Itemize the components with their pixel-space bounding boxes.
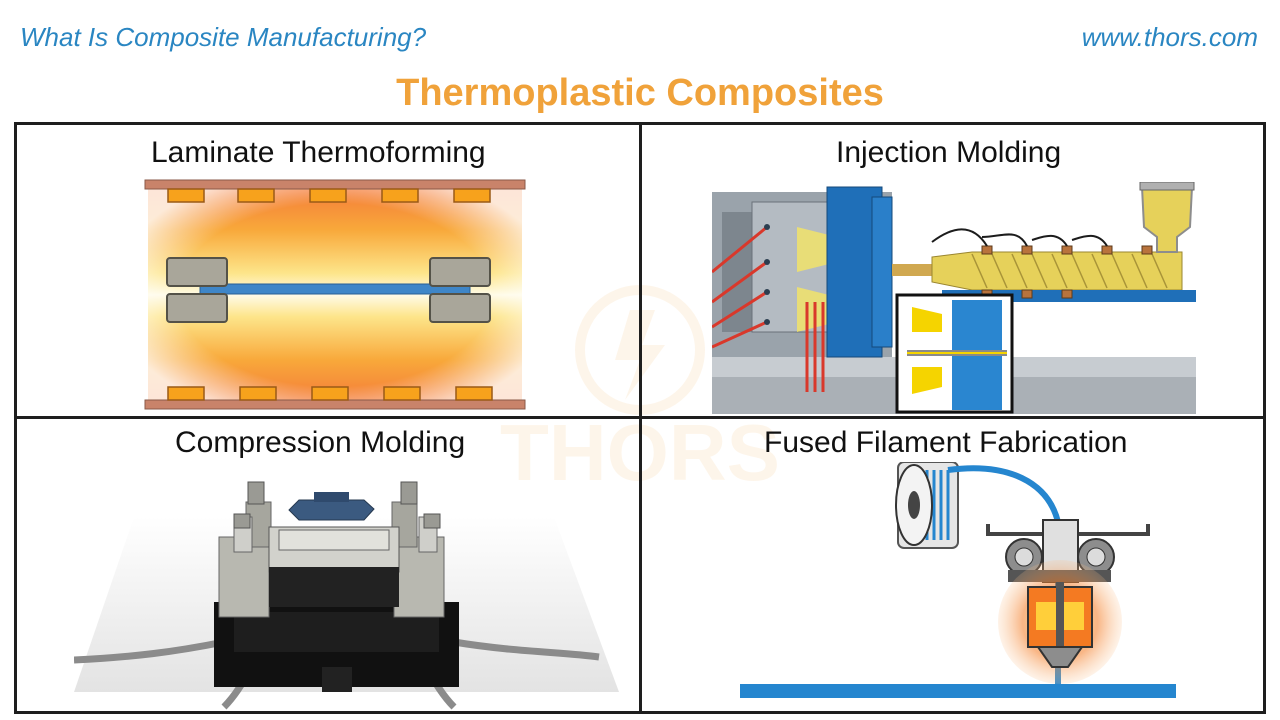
panel-label-laminate-thermoforming: Laminate Thermoforming (151, 136, 486, 169)
injection-barrel (931, 251, 1183, 291)
inset-cavity-bottom (912, 367, 942, 394)
compression-molding-illustration (74, 481, 619, 710)
top-heaters (167, 188, 491, 203)
molded-part (288, 499, 375, 521)
fused-filament-fabrication-illustration (740, 462, 1176, 698)
cooling-lines (712, 225, 825, 392)
header-left-text: What Is Composite Manufacturing? (20, 22, 427, 52)
heater-wires (931, 228, 1108, 247)
panel-label-injection-molding: Injection Molding (836, 136, 1062, 169)
bottom-heaters (167, 386, 493, 401)
nozzle-tip (1036, 646, 1084, 668)
injection-molding-illustration (712, 182, 1196, 414)
guide-pin-caps (233, 481, 441, 529)
top-platen (144, 179, 526, 190)
sheet-clamps (166, 257, 491, 323)
panel-label-compression-molding: Compression Molding (175, 426, 466, 459)
pellet-hopper (1140, 186, 1194, 253)
bottom-platen (144, 399, 526, 410)
panel-label-fused-filament-fabrication: Fused Filament Fabrication (764, 426, 1128, 459)
mold-lower-half (269, 567, 399, 607)
laminate-sheet (199, 283, 471, 295)
laminate-thermoforming-illustration (144, 179, 526, 410)
page-title: Thermoplastic Composites (396, 72, 884, 114)
header-website-link[interactable]: www.thors.com (1081, 22, 1258, 52)
filament-strand (947, 465, 1061, 687)
grid-divider-horizontal (14, 416, 1266, 419)
inset-cavity-top (912, 307, 942, 332)
build-plate-deposit (740, 684, 1176, 698)
barrel-screw (971, 253, 1168, 289)
nozzle-extension (892, 264, 932, 276)
